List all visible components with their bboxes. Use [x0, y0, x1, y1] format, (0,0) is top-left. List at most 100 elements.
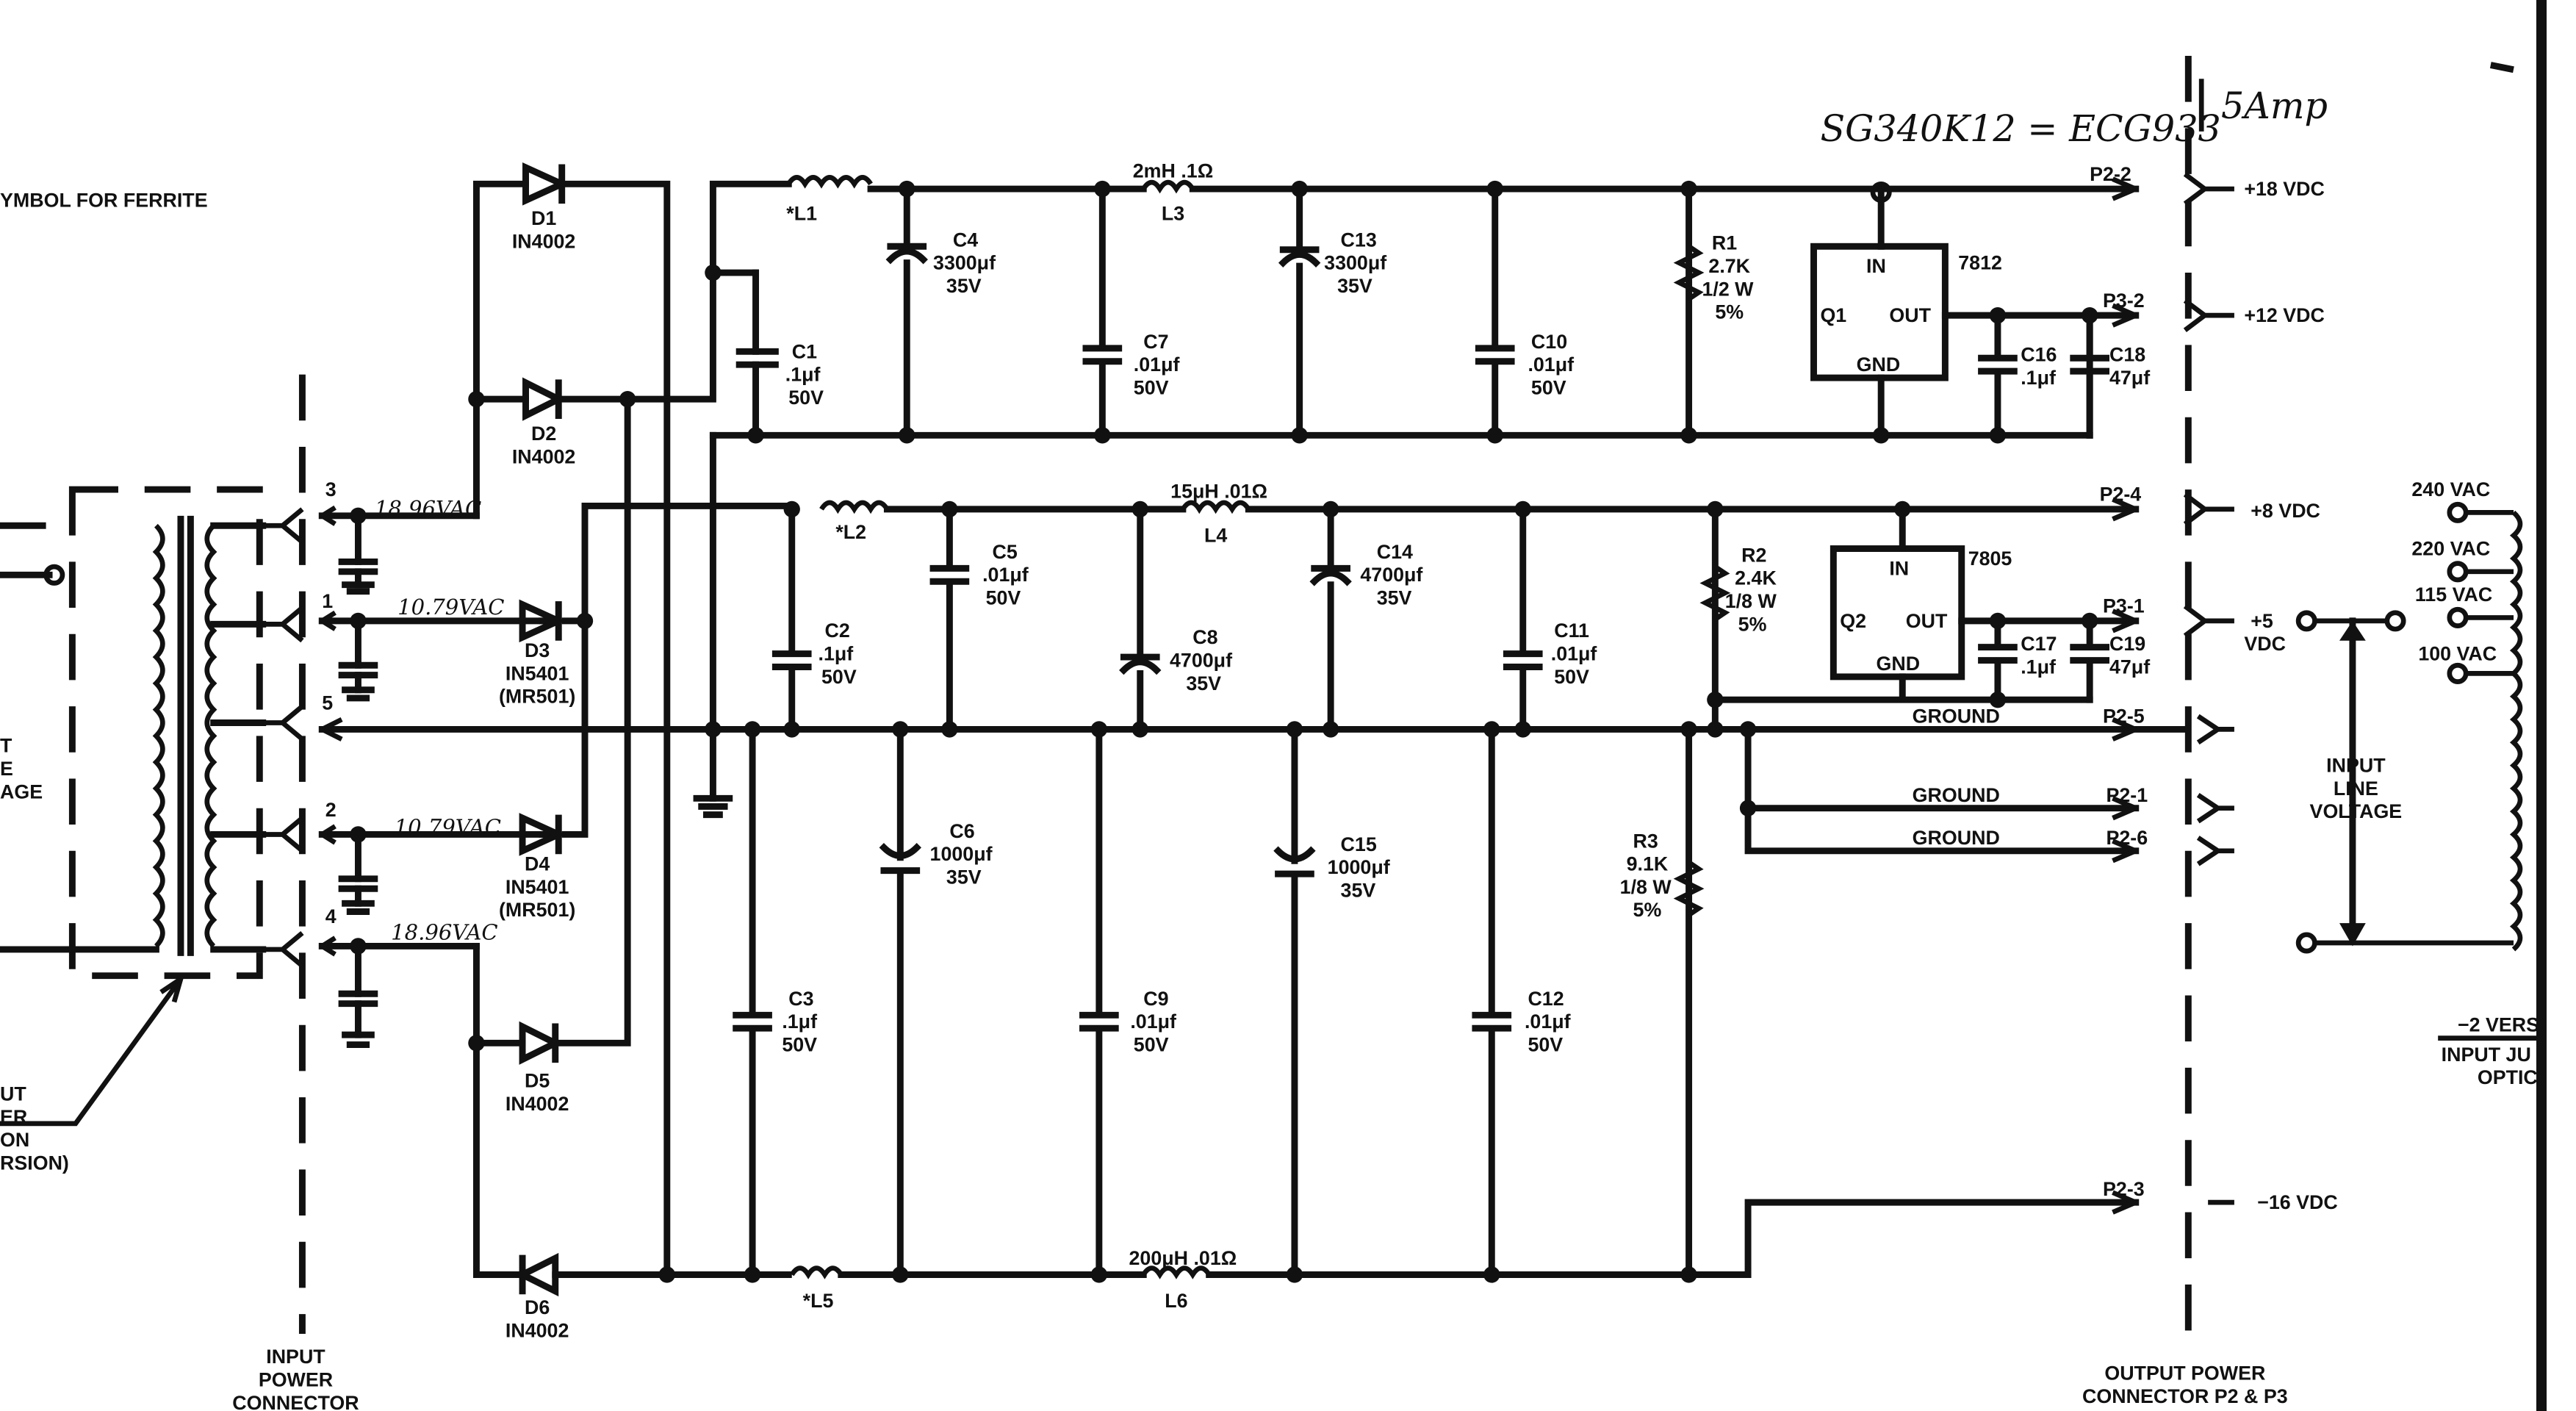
cap-value: 47μf	[2109, 656, 2150, 678]
inductor-ref: L6	[1165, 1290, 1187, 1312]
cap-value: 1000μf	[930, 843, 993, 865]
diode-ref: D6	[525, 1296, 550, 1318]
regulator-labels: IN Q1 OUT GND 7812 IN Q2 OUT GND 7805	[1820, 252, 2012, 675]
diode-extra: (MR501)	[499, 899, 575, 921]
input-line-voltage-label: INPUT	[2326, 755, 2386, 777]
out-pin: P2-5	[2103, 705, 2145, 727]
cap-volt: 50V	[821, 666, 857, 688]
cap-volt: 35V	[1377, 587, 1412, 609]
junction-dots	[468, 180, 2098, 1283]
diode-ref: D5	[525, 1070, 550, 1092]
reg-gnd-label: GND	[1876, 653, 1920, 675]
out-label: +8 VDC	[2251, 500, 2320, 522]
input-connector-title: CONNECTOR	[232, 1392, 359, 1411]
cap-ref: C5	[993, 541, 1018, 563]
diode-ref: D2	[531, 423, 556, 445]
cap-ref: C9	[1143, 988, 1168, 1010]
diode-part: IN4002	[512, 445, 575, 467]
cap-volt: 50V	[1134, 1034, 1169, 1056]
cap-ref: C6	[949, 820, 974, 842]
handwritten-amp-note: 5Amp	[2221, 85, 2328, 127]
cap-ref: C3	[788, 988, 813, 1010]
res-tol: 5%	[1738, 613, 1767, 635]
out-label: +18 VDC	[2244, 178, 2325, 200]
input-pin-number: 2	[325, 799, 337, 821]
cap-value: .1μf	[819, 643, 854, 665]
reg-part: 7812	[1958, 252, 2002, 274]
reg-in-label: IN	[1889, 557, 1909, 579]
xfmr-pointer-arrow	[0, 973, 185, 1127]
cap-value: .1μf	[2021, 367, 2056, 389]
left-label-xfmr: RSION)	[0, 1152, 69, 1174]
tap-label: 115 VAC	[2415, 584, 2492, 606]
res-ref: R1	[1712, 232, 1737, 254]
inductor-value: 2mH .1Ω	[1133, 159, 1213, 182]
cap-ref: C15	[1341, 833, 1377, 855]
diode-part: IN4002	[512, 231, 575, 253]
cap-value: 3300μf	[933, 252, 996, 274]
line-voltage-selector	[2295, 501, 2523, 954]
out-pin: P2-6	[2107, 827, 2148, 849]
reg-in-label: IN	[1866, 255, 1886, 277]
cap-volt: 50V	[788, 387, 824, 409]
cap-value: .01μf	[1525, 1010, 1571, 1033]
diode-part: IN5401	[506, 876, 569, 898]
diode-extra: (MR501)	[499, 686, 575, 708]
input-line-voltage-label: VOLTAGE	[2310, 800, 2403, 822]
out-pin: P3-2	[2103, 290, 2145, 312]
inductor-ref: *L2	[835, 521, 866, 543]
input-connector-title: POWER	[259, 1368, 333, 1390]
reg-out-label: OUT	[1889, 304, 1931, 326]
cap-value: 47μf	[2109, 367, 2150, 389]
tap-label: 100 VAC	[2418, 643, 2497, 665]
page-corner-mark	[2489, 62, 2514, 73]
cap-volt: 35V	[1341, 879, 1376, 901]
cap-value: .1μf	[2021, 656, 2056, 678]
cap-value: .01μf	[1528, 353, 1574, 376]
capacitor-labels: C1 .1μf 50V C2 .1μf 50V C3 .1μf 50V C4 3…	[782, 229, 2150, 1055]
out-label: +12 VDC	[2244, 304, 2325, 326]
cap-ref: C1	[792, 340, 817, 362]
res-value: 9.1K	[1627, 853, 1669, 875]
out-label: GROUND	[1913, 705, 2000, 727]
cap-volt: 50V	[1554, 666, 1589, 688]
cap-value: .01μf	[982, 564, 1029, 586]
ferrite-symbol-note: YMBOL FOR FERRITE	[0, 190, 208, 212]
cap-value: .1μf	[785, 364, 821, 386]
cap-value: 3300μf	[1324, 252, 1386, 274]
cap-value: .01μf	[1551, 643, 1597, 665]
cap-ref: C4	[953, 229, 978, 251]
cap-value: 4700μf	[1360, 564, 1422, 586]
input-pin-number: 3	[325, 478, 337, 500]
res-watt: 1/8 W	[1725, 590, 1777, 612]
output-connector-title: OUTPUT POWER	[2104, 1362, 2265, 1385]
capacitor-verticals	[733, 185, 1731, 1278]
input-pin-number: 5	[322, 692, 333, 714]
left-label-xfmr: UT	[0, 1083, 26, 1105]
left-label-line: AGE	[0, 780, 43, 803]
diode-part: IN4002	[506, 1319, 569, 1341]
handwritten-part-note: SG340K12 = ECG933	[1820, 107, 2220, 150]
out-pin: P3-1	[2103, 595, 2145, 617]
reg-ref: Q2	[1840, 610, 1866, 632]
inductor-value: 15μH .01Ω	[1170, 480, 1267, 502]
out-label: GROUND	[1913, 827, 2000, 849]
out-pin: P2-4	[2100, 484, 2142, 506]
inductor-ref: *L1	[786, 203, 817, 225]
regulator-q1	[1810, 181, 2140, 439]
diode-ref: D1	[531, 207, 556, 229]
res-watt: 1/2 W	[1702, 278, 1754, 300]
out-label: +5	[2251, 610, 2273, 632]
cap-value: 1000μf	[1328, 856, 1390, 878]
cap-ref: C8	[1192, 626, 1217, 648]
res-tol: 5%	[1715, 301, 1744, 323]
cap-volt: 50V	[1531, 376, 1566, 398]
diode-part: IN4002	[506, 1093, 569, 1115]
res-tol: 5%	[1633, 899, 1662, 921]
res-value: 2.7K	[1708, 255, 1750, 277]
cap-volt: 35V	[946, 275, 982, 297]
diode-ref: D3	[525, 639, 550, 661]
cap-value: .01μf	[1130, 1010, 1176, 1033]
tap-label: 240 VAC	[2411, 478, 2490, 500]
